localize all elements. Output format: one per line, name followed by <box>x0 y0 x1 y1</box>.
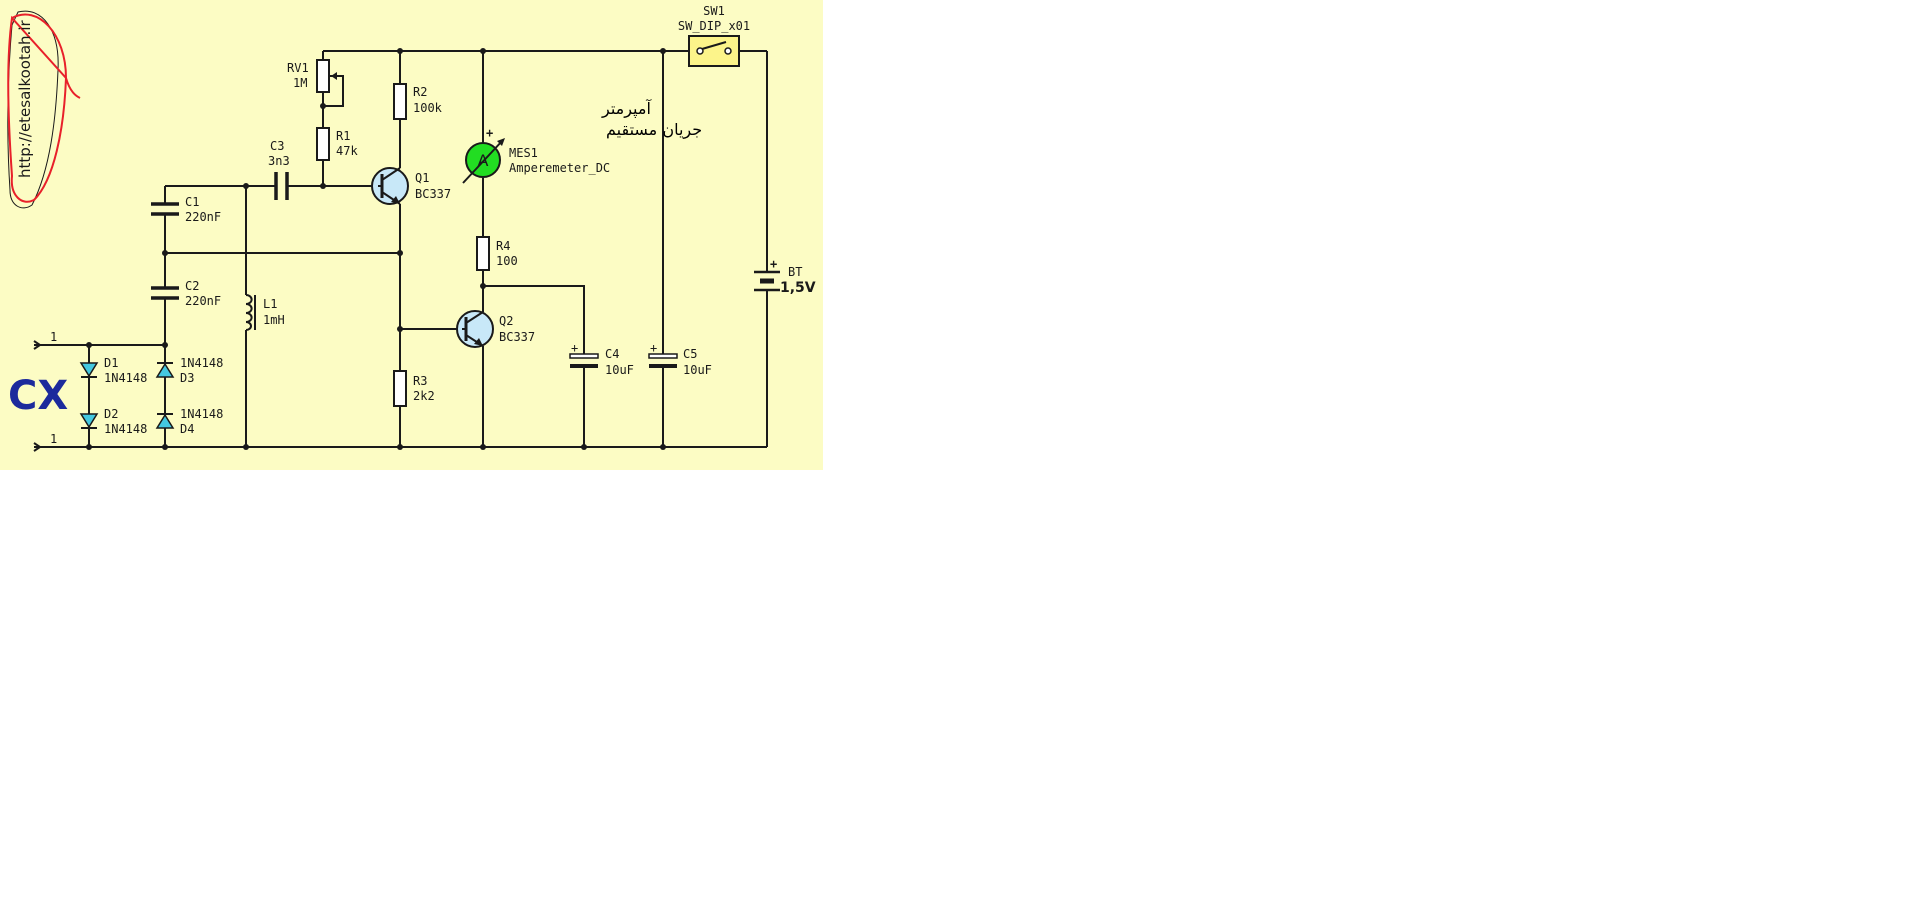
panel-background <box>0 0 823 470</box>
d3-value: 1N4148 <box>180 356 223 370</box>
sw1-value: SW_DIP_x01 <box>678 19 750 33</box>
c5-value: 10uF <box>683 363 712 377</box>
l1-value: 1mH <box>263 313 285 327</box>
capacitor-c3: C3 3n3 <box>268 139 290 200</box>
c3-value: 3n3 <box>268 154 290 168</box>
ammeter-mes1: A + MES1 Amperemeter_DC آمپرمتر جریان مس… <box>462 99 702 184</box>
bt-value: 1,5V <box>780 280 816 296</box>
capacitor-c4: + C4 10uF <box>569 341 634 377</box>
r4-ref: R4 <box>496 239 510 253</box>
r4-value: 100 <box>496 254 518 268</box>
diode-d4: 1N4148 D4 <box>155 407 223 436</box>
d3-ref: D3 <box>180 371 194 385</box>
q1-value: BC337 <box>415 187 451 201</box>
r2-value: 100k <box>413 101 443 115</box>
r2-ref: R2 <box>413 85 427 99</box>
r3-ref: R3 <box>413 374 427 388</box>
port-bottom: 1 <box>33 432 57 452</box>
diode-d1: D1 1N4148 <box>79 356 147 385</box>
c3-ref: C3 <box>270 139 284 153</box>
transistor-q1: Q1 BC337 <box>371 167 451 205</box>
r3-value: 2k2 <box>413 389 435 403</box>
d4-ref: D4 <box>180 422 194 436</box>
meter-caption-line1: آمپرمتر <box>601 99 652 119</box>
c1-ref: C1 <box>185 195 199 209</box>
c4-ref: C4 <box>605 347 619 361</box>
wires <box>34 50 768 448</box>
d2-value: 1N4148 <box>104 422 147 436</box>
bt-plus: + <box>770 257 777 271</box>
q2-ref: Q2 <box>499 314 513 328</box>
diode-d3: 1N4148 D3 <box>155 356 223 385</box>
ammeter-plus: + <box>486 126 493 140</box>
resistor-r3: R3 2k2 <box>393 370 435 407</box>
switch-sw1: SW1 SW_DIP_x01 <box>678 4 750 67</box>
resistor-rv1: RV1 1M <box>287 59 343 93</box>
circuit-schematic: 1 1 RV1 1M R1 47k R2 100k R3 2k2 R4 100 … <box>0 0 823 470</box>
d2-ref: D2 <box>104 407 118 421</box>
diode-d2: D2 1N4148 <box>79 407 147 436</box>
c5-plus: + <box>650 341 657 355</box>
mes1-ref: MES1 <box>509 146 538 160</box>
resistor-r4: R4 100 <box>476 236 518 271</box>
schematic-panel: 1 1 RV1 1M R1 47k R2 100k R3 2k2 R4 100 … <box>0 0 823 470</box>
mes1-value: Amperemeter_DC <box>509 161 610 175</box>
r1-value: 47k <box>336 144 358 158</box>
inductor-l1: L1 1mH <box>245 294 285 331</box>
resistor-r2: R2 100k <box>393 83 443 120</box>
d1-value: 1N4148 <box>104 371 147 385</box>
capacitor-c5: + C5 10uF <box>648 341 712 377</box>
q2-value: BC337 <box>499 330 535 344</box>
cx-label: CX <box>8 373 68 419</box>
q1-ref: Q1 <box>415 171 429 185</box>
port-bottom-label: 1 <box>50 432 57 446</box>
resistor-r1: R1 47k <box>316 127 358 161</box>
d4-value: 1N4148 <box>180 407 223 421</box>
transistor-q2: Q2 BC337 <box>456 310 535 348</box>
c2-ref: C2 <box>185 279 199 293</box>
watermark-url: http://etesalkootah.ir <box>16 20 34 178</box>
junction-dots <box>86 48 666 450</box>
sw1-ref: SW1 <box>703 4 725 18</box>
c1-value: 220nF <box>185 210 221 224</box>
capacitor-c1: C1 220nF <box>151 195 221 224</box>
rv1-value: 1M <box>293 76 307 90</box>
rv1-ref: RV1 <box>287 61 309 75</box>
bt-ref: BT <box>788 265 802 279</box>
c4-value: 10uF <box>605 363 634 377</box>
watermark-annotation: http://etesalkootah.ir <box>7 10 81 209</box>
l1-ref: L1 <box>263 297 277 311</box>
c4-plus: + <box>571 341 578 355</box>
meter-caption-line2: جریان مستقیم <box>606 120 702 140</box>
d1-ref: D1 <box>104 356 118 370</box>
port-top: 1 <box>33 330 57 350</box>
c2-value: 220nF <box>185 294 221 308</box>
port-top-label: 1 <box>50 330 57 344</box>
capacitor-c2: C2 220nF <box>151 279 221 308</box>
r1-ref: R1 <box>336 129 350 143</box>
battery-bt: + BT 1,5V <box>754 257 816 296</box>
c5-ref: C5 <box>683 347 697 361</box>
